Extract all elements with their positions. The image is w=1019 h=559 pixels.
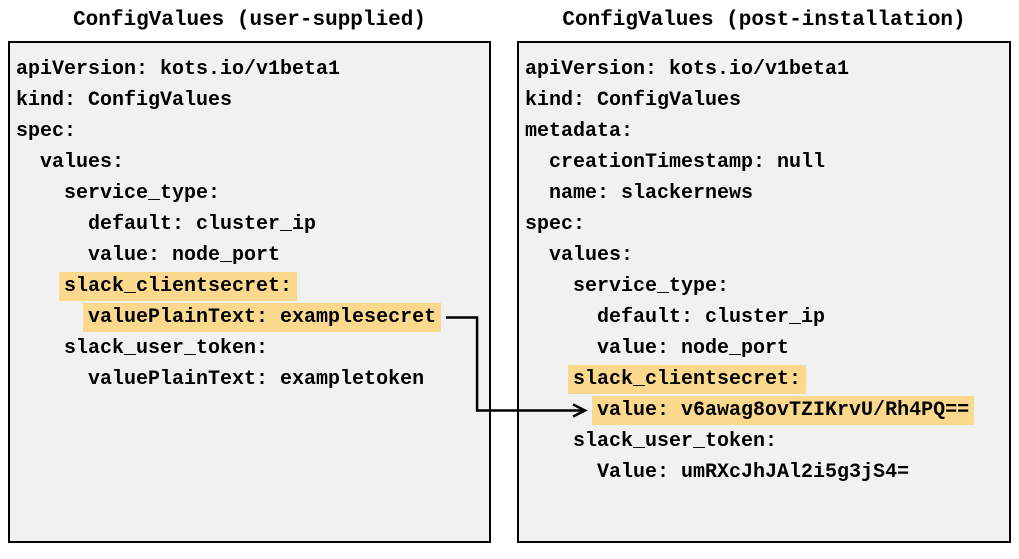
code-line: values:	[525, 240, 1009, 271]
code-line: apiVersion: kots.io/v1beta1	[16, 54, 489, 85]
highlighted-text: valuePlainText: examplesecret	[83, 303, 442, 332]
code-text: values:	[40, 151, 125, 174]
code-line: valuePlainText: exampletoken	[16, 364, 489, 395]
code-text: Value: umRXcJhJAl2i5g3jS4=	[597, 461, 910, 484]
code-line: value: node_port	[16, 240, 489, 271]
code-line: default: cluster_ip	[16, 209, 489, 240]
code-text: value: node_port	[597, 337, 790, 360]
code-line: value: node_port	[525, 333, 1009, 364]
panel-title-user-supplied: ConfigValues (user-supplied)	[73, 9, 426, 32]
code-text: service_type:	[64, 182, 221, 205]
code-line: slack_clientsecret:	[525, 364, 1009, 395]
code-text: service_type:	[573, 275, 730, 298]
code-text: value: node_port	[88, 244, 281, 267]
code-text: spec:	[525, 213, 586, 236]
code-text: valuePlainText: exampletoken	[88, 368, 425, 391]
code-text: apiVersion: kots.io/v1beta1	[16, 58, 341, 81]
code-line: creationTimestamp: null	[525, 147, 1009, 178]
code-line: apiVersion: kots.io/v1beta1	[525, 54, 1009, 85]
code-line: kind: ConfigValues	[16, 85, 489, 116]
code-text: kind: ConfigValues	[16, 89, 233, 112]
highlighted-text: value: v6awag8ovTZIKrvU/Rh4PQ==	[592, 396, 975, 425]
highlighted-text: slack_clientsecret:	[59, 272, 298, 301]
code-text: apiVersion: kots.io/v1beta1	[525, 58, 850, 81]
code-text: default: cluster_ip	[597, 306, 826, 329]
code-line: metadata:	[525, 116, 1009, 147]
code-text: metadata:	[525, 120, 634, 143]
config-values-post-installation-panel: apiVersion: kots.io/v1beta1 kind: ConfigV…	[517, 41, 1011, 543]
code-line: slack_clientsecret:	[16, 271, 489, 302]
code-line: kind: ConfigValues	[525, 85, 1009, 116]
code-line: values:	[16, 147, 489, 178]
code-text: slack_user_token:	[64, 337, 269, 360]
code-text: values:	[549, 244, 634, 267]
code-line: slack_user_token:	[525, 426, 1009, 457]
code-text: kind: ConfigValues	[525, 89, 742, 112]
code-line: Value: umRXcJhJAl2i5g3jS4=	[525, 457, 1009, 488]
code-text: creationTimestamp: null	[549, 151, 826, 174]
code-text: slack_user_token:	[573, 430, 778, 453]
code-line: valuePlainText: examplesecret	[16, 302, 489, 333]
highlighted-text: slack_clientsecret:	[568, 365, 807, 394]
code-line: default: cluster_ip	[525, 302, 1009, 333]
panel-title-post-installation: ConfigValues (post-installation)	[562, 9, 966, 32]
code-line: name: slackernews	[525, 178, 1009, 209]
code-text: name: slackernews	[549, 182, 754, 205]
code-line: spec:	[16, 116, 489, 147]
code-line: service_type:	[16, 178, 489, 209]
code-text: spec:	[16, 120, 77, 143]
code-lines: apiVersion: kots.io/v1beta1 kind: ConfigV…	[519, 43, 1009, 488]
config-values-user-supplied-panel: apiVersion: kots.io/v1beta1 kind: ConfigV…	[8, 41, 491, 543]
code-line: spec:	[525, 209, 1009, 240]
code-lines: apiVersion: kots.io/v1beta1 kind: ConfigV…	[10, 43, 489, 395]
code-line: value: v6awag8ovTZIKrvU/Rh4PQ==	[525, 395, 1009, 426]
code-line: service_type:	[525, 271, 1009, 302]
code-text: default: cluster_ip	[88, 213, 317, 236]
code-line: slack_user_token:	[16, 333, 489, 364]
